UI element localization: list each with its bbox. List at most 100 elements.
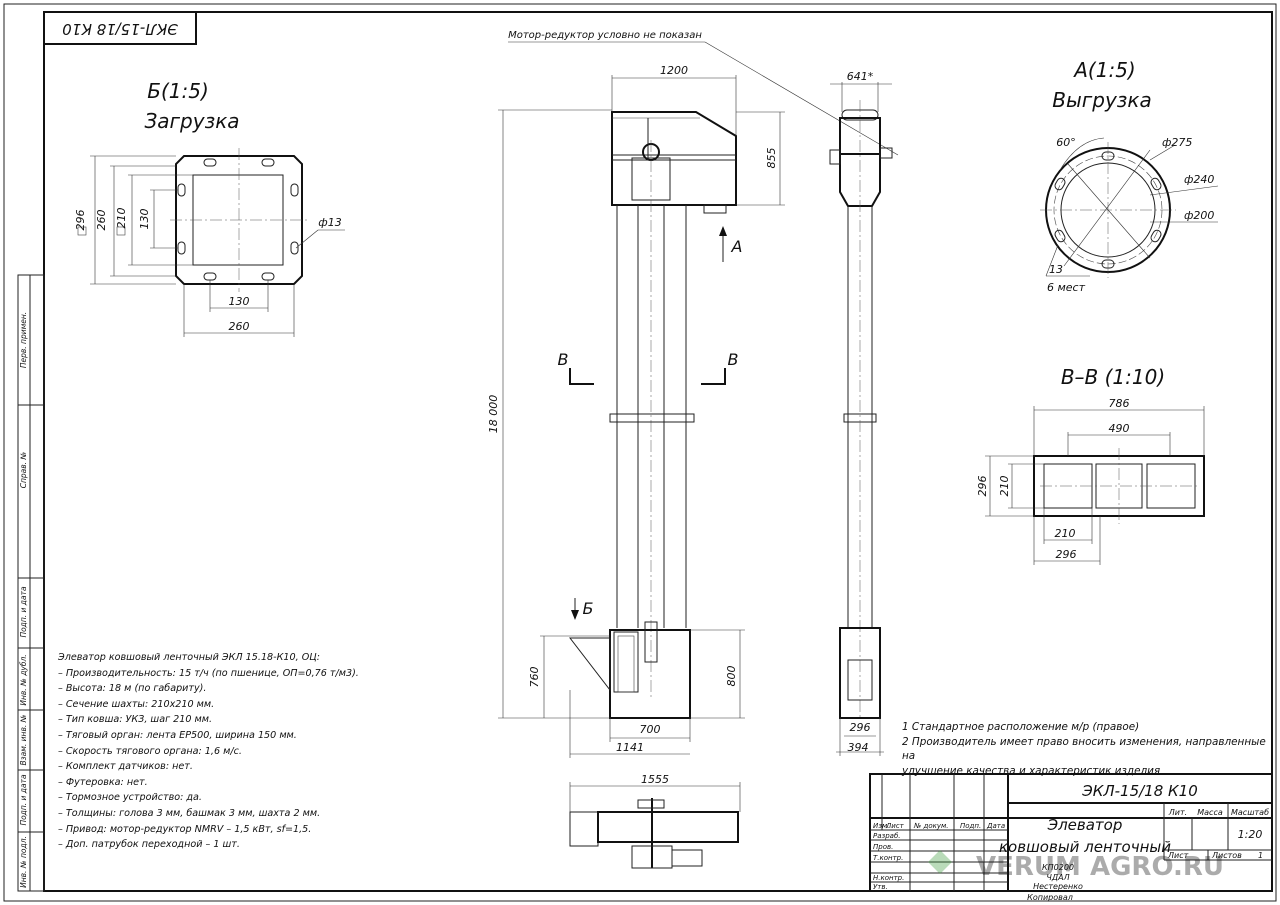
tb-name-1: Элеватор [1047,816,1123,834]
tb-copied: Копировал [1027,893,1073,902]
tb-name-2: ковшовый ленточный [999,838,1171,856]
dim-vv-210h: 210 [1055,527,1076,540]
dim-a-200: ф200 [1184,209,1214,222]
strip-label-3: Подп. и дата [19,586,28,637]
plan-view: 1555 [569,773,741,869]
tb-row-2: Пров. [873,843,893,851]
dim-b-hole: ф13 [318,216,341,229]
tb-col-list: Лист [885,822,905,830]
side-view: 641* 296 394 [829,70,893,756]
dim-a-angle: 60° [1056,136,1076,149]
view-b-loading: Б(1:5) Загрузка 296 260 210 130 [74,79,345,337]
view-a-subtitle: Выгрузка [1052,88,1152,112]
dim-vv-296h: 296 [1056,548,1077,561]
dim-b-130h: 130 [229,295,250,308]
front-view: Мотор-редуктор условно не показан 1200 [487,30,899,758]
dim-front-760: 760 [528,667,541,688]
specification-notes: Элеватор ковшовый ленточный ЭКЛ 15.18-К1… [58,650,478,853]
dim-vv-210v: 210 [998,476,1011,497]
tb-row-3: Т.контр. [873,854,903,862]
notes-item: – Высота: 18 м (по габариту). [58,683,207,695]
dim-side-296: 296 [850,721,871,734]
section-title: В–В (1:10) [1061,365,1165,389]
tb-scale: Масштаб [1231,808,1269,817]
dim-front-height: 18 000 [487,395,500,434]
title-block: ЭКЛ-15/18 К10 Элеватор ковшовый ленточны… [869,773,1273,902]
notes-item: – Производительность: 15 т/ч (по пшенице… [58,667,359,679]
notes-item: – Тормозное устройство: да. [58,792,202,804]
strip-label-4: Инв. № дубл. [19,654,28,705]
motor-note: Мотор-редуктор условно не показан [508,30,702,41]
dim-front-1200: 1200 [660,64,688,77]
dim-a-13: 13 [1049,263,1063,276]
outer-border [3,3,1277,902]
remark-3: улучшение качества и характеристик издел… [902,764,1161,777]
strip-label-2: Справ. № [19,452,28,489]
dim-front-1141: 1141 [616,741,644,754]
tb-col-date: Дата [986,822,1005,830]
tb-org-2: ЧДАЛ [1046,873,1069,882]
notes-item: – Комплект датчиков: нет. [58,761,193,773]
tb-designation: ЭКЛ-15/18 К10 [1081,782,1198,800]
dim-front-855: 855 [765,148,778,169]
notes-item: – Тяговый орган: лента EP500, ширина 150… [58,729,297,741]
code-box [43,11,197,45]
tb-mass: Масса [1197,808,1223,817]
dim-b-130v: 130 [138,209,151,230]
strip-label-1: Перв. примен. [19,312,28,368]
marker-v-right: В [728,350,739,369]
dim-a-holes: 6 мест [1047,281,1086,294]
tb-col-doc: № докум. [913,822,949,830]
dim-b-210: 210 [115,208,128,229]
tb-row-5: Утв. [873,883,888,891]
remarks: 1 Стандартное расположение м/р (правое) … [902,720,1272,778]
dim-plan-1555: 1555 [641,773,669,786]
view-b-subtitle: Загрузка [144,109,239,133]
watermark-text: VERUM AGRO.RU [976,852,1224,882]
tb-sheet: Лист [1167,851,1189,860]
tb-row-1: Разраб. [873,832,901,840]
tb-scale-value: 1:20 [1238,828,1263,841]
tb-sheets: Листов [1211,851,1242,860]
tb-lit: Лит. [1168,808,1187,817]
section-v-v: В–В (1:10) 786 490 296 210 210 296 [976,365,1205,565]
dim-side-394: 394 [848,741,869,754]
marker-b: Б [583,599,594,618]
dim-b-296: 296 [74,210,87,231]
tb-org-1: КП0200 [1042,863,1074,872]
notes-item: – Доп. патрубок переходной – 1 шт. [58,839,240,851]
dim-b-260h: 260 [229,320,250,333]
remark-2: 2 Производитель имеет право вносить изме… [902,735,1266,763]
view-a-discharge: А(1:5) Выгрузка 60° ф275 ф240 ф200 13 6 … [1040,58,1219,294]
notes-item: – Толщины: голова 3 мм, башмак 3 мм, шах… [58,807,321,819]
notes-item: – Сечение шахты: 210х210 мм. [58,698,215,710]
strip-label-5: Взам. инв. № [19,714,28,765]
tb-org-3: Нестеренко [1033,882,1083,891]
view-b-title: Б(1:5) [147,79,209,103]
dim-vv-786: 786 [1109,397,1130,410]
strip-label-6: Подп. и дата [19,774,28,825]
notes-item: – Привод: мотор-редуктор NMRV – 1,5 кВт,… [58,823,312,835]
watermark: VERUM AGRO.RU [928,850,1224,882]
notes-item: – Скорость тягового органа: 1,6 м/с. [58,745,242,757]
notes-item: – Футеровка: нет. [58,776,148,788]
tb-col-sign: Подп. [960,822,981,830]
dim-side-641: 641* [847,70,874,83]
remark-1: 1 Стандартное расположение м/р (правое) [902,721,1140,733]
dim-a-240: ф240 [1184,173,1214,186]
notes-item: – Тип ковша: УКЗ, шаг 210 мм. [58,714,213,726]
tb-sheets-value: 1 [1258,851,1263,860]
tb-row-4: Н.контр. [873,874,904,882]
dim-b-260v: 260 [95,210,108,231]
dim-vv-296v: 296 [976,476,989,497]
dim-a-275: ф275 [1162,136,1192,149]
marker-v-left: В [558,350,569,369]
left-strip: Перв. примен. Справ. № Подп. и дата Инв.… [17,274,45,892]
code-mirrored: ЭКЛ-15/18 К10 [62,20,179,38]
view-a-title: А(1:5) [1072,58,1135,82]
notes-heading: Элеватор ковшовый ленточный ЭКЛ 15.18-К1… [58,652,320,663]
dim-front-800: 800 [725,666,738,687]
tb-col-izm: Изм. [873,822,889,830]
